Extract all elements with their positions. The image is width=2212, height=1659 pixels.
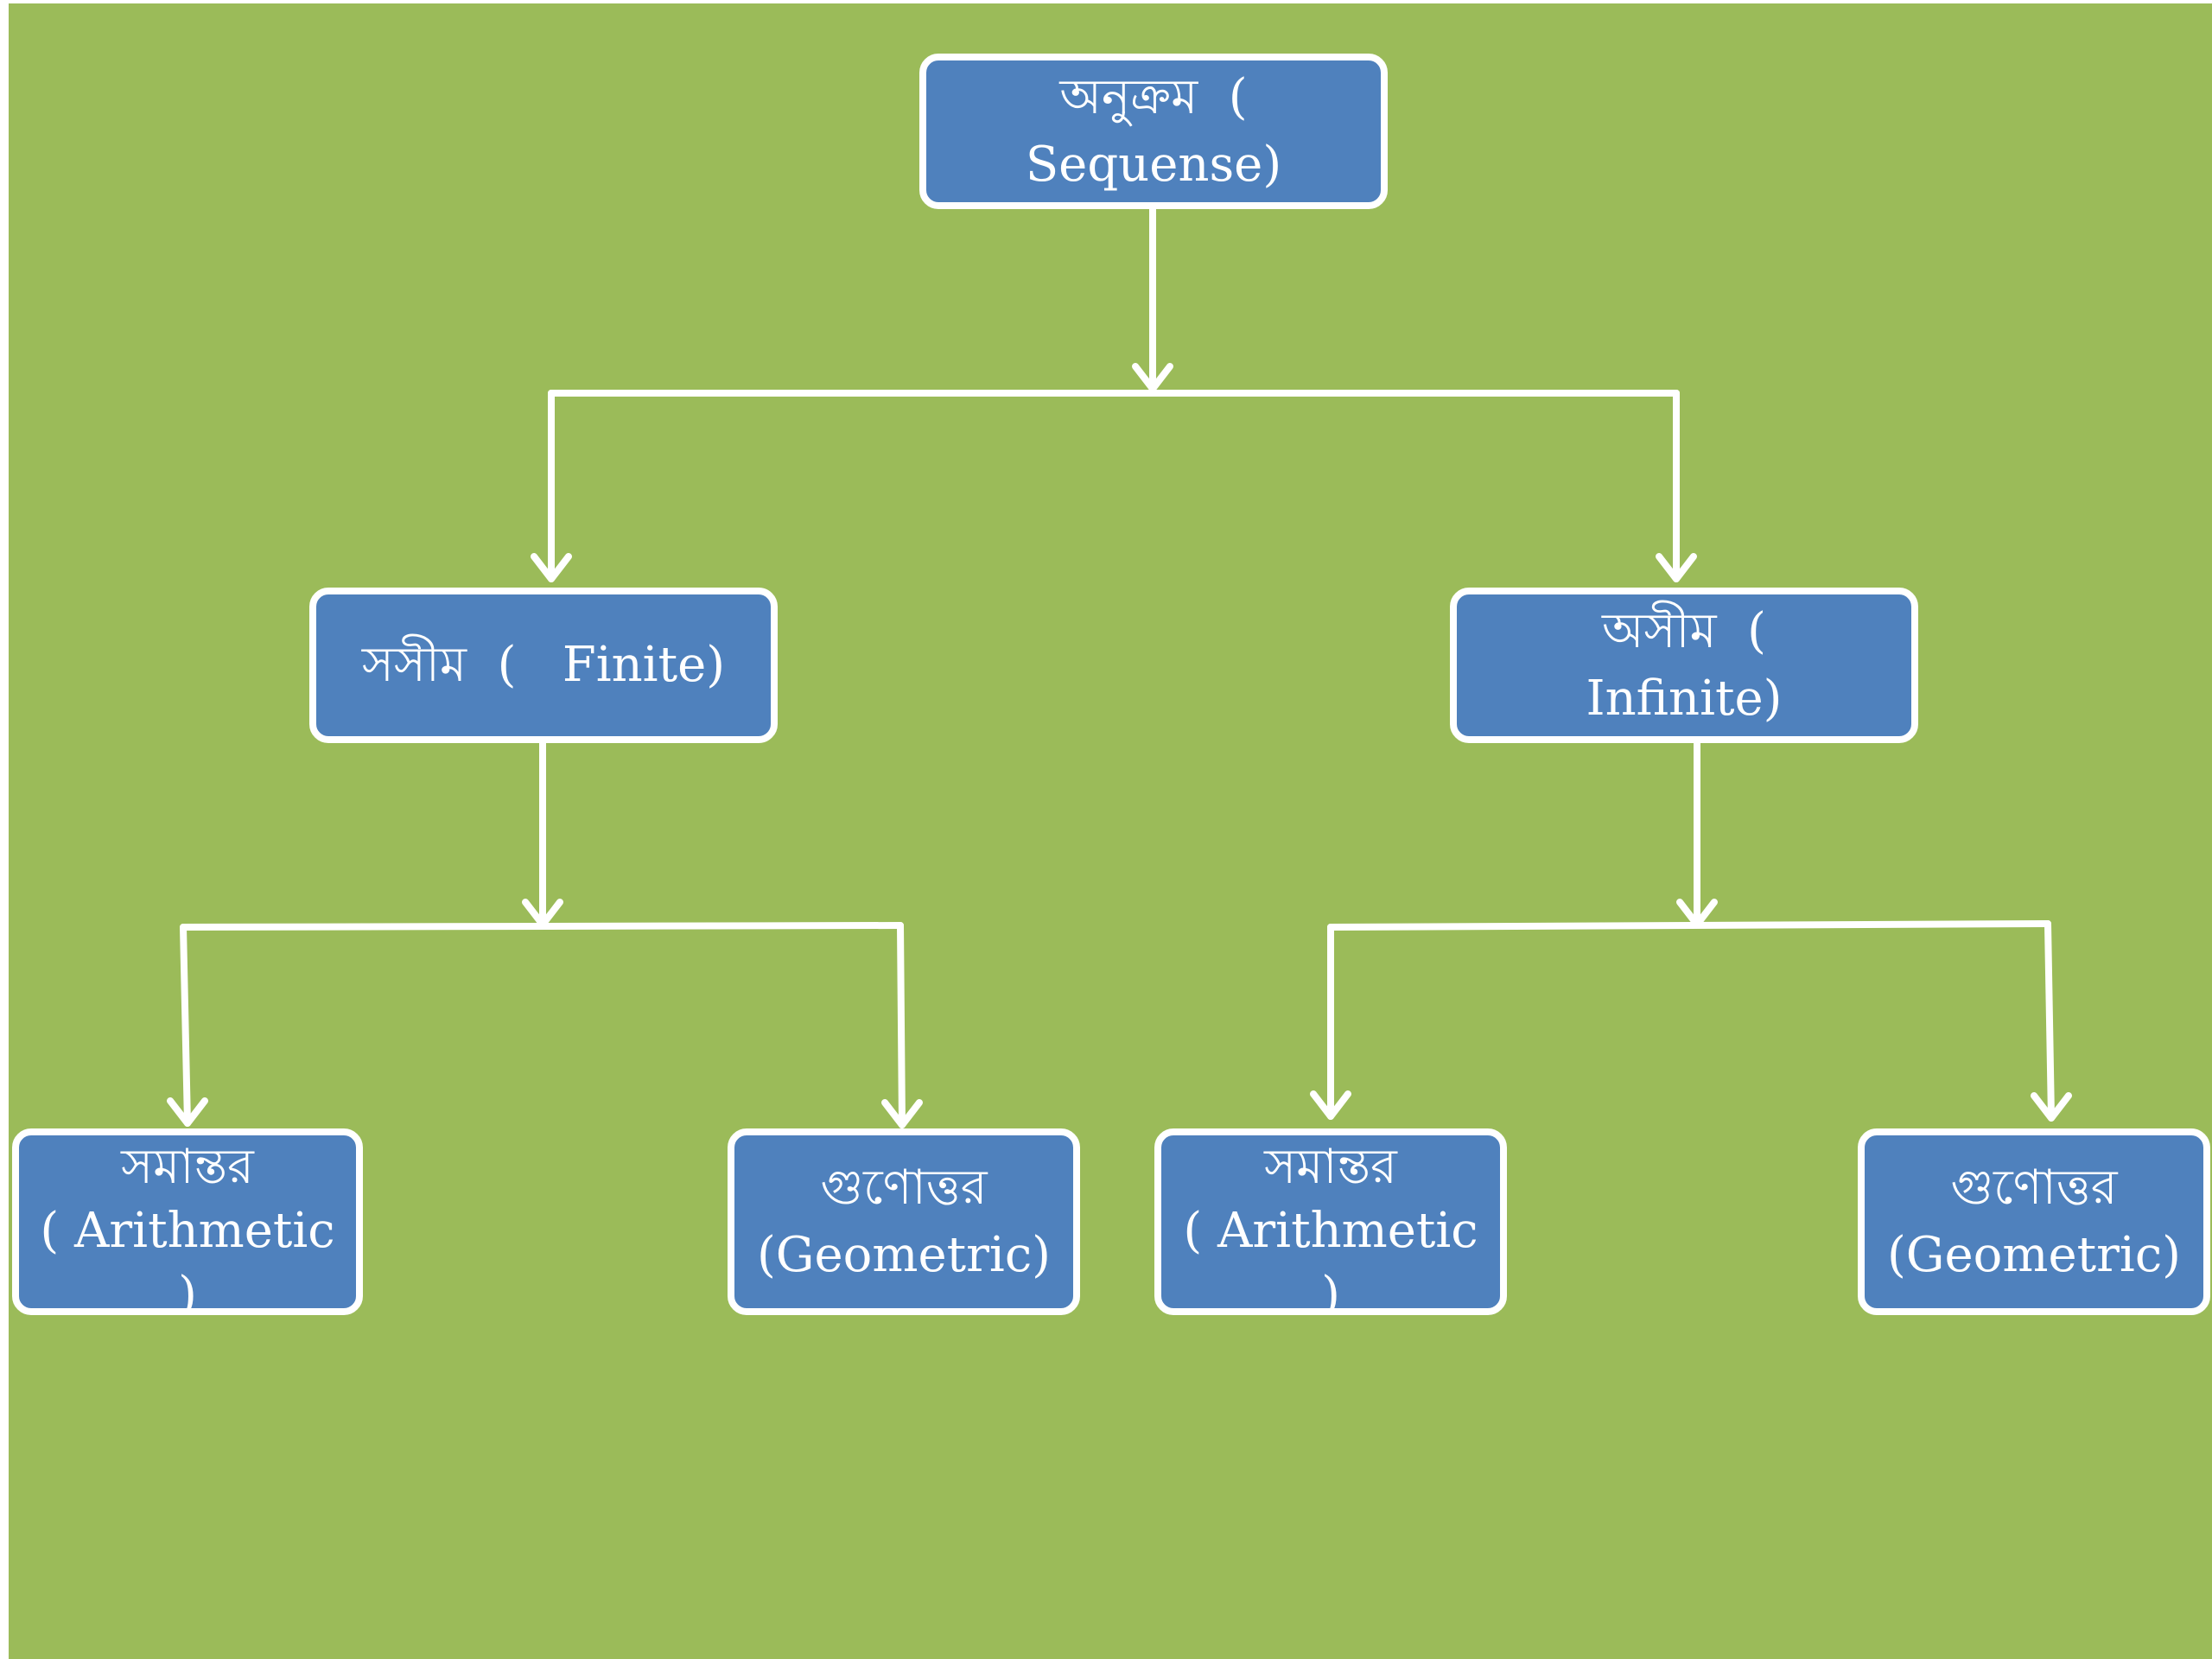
arrowhead-infinite-geometric xyxy=(2031,1092,2072,1122)
connector-infinite-bar xyxy=(1327,920,2051,931)
arrowhead-root xyxy=(1132,363,1173,392)
node-finite-geometric-line2: (Geometric) xyxy=(756,1227,1052,1283)
node-infinite-arithmetic: সমান্তর ( Arithmetic ) xyxy=(1154,1128,1507,1315)
node-finite-geometric: গুণোত্তর (Geometric) xyxy=(728,1128,1080,1315)
node-finite-line1: সসীম ( Finite) xyxy=(361,637,726,693)
node-sequence-line2: Sequense) xyxy=(1025,137,1282,193)
node-infinite-arithmetic-line1: সমান্তর xyxy=(1264,1139,1397,1195)
connector-lines xyxy=(167,204,2072,1128)
node-finite-geometric-line1: গুণোত্তর xyxy=(820,1160,988,1216)
node-infinite-line1: অসীম ( xyxy=(1601,603,1767,659)
connector-to-infinite-geometric xyxy=(2044,920,2055,1122)
node-sequence-line1: অনুক্রম ( xyxy=(1059,69,1248,125)
arrowhead-infinite xyxy=(1656,553,1697,582)
node-finite-arithmetic-line2: ( Arithmetic xyxy=(40,1203,335,1259)
node-infinite-geometric-line1: গুণোত্তর xyxy=(1950,1160,2118,1216)
node-finite-arithmetic: সমান্তর ( Arithmetic ) xyxy=(12,1128,363,1315)
node-sequence: অনুক্রম ( Sequense) xyxy=(919,54,1388,209)
connector-to-finite-arithmetic xyxy=(180,924,191,1127)
node-finite: সসীম ( Finite) xyxy=(309,588,778,743)
arrowhead-finite-arithmetic xyxy=(167,1097,208,1127)
node-infinite: অসীম ( Infinite) xyxy=(1450,588,1918,743)
node-infinite-geometric-line2: (Geometric) xyxy=(1886,1227,2182,1283)
arrowhead-finite xyxy=(531,553,572,582)
node-infinite-line2: Infinite) xyxy=(1586,671,1783,727)
node-finite-arithmetic-line3: ) xyxy=(178,1267,197,1315)
arrowhead-finite-geometric xyxy=(881,1099,923,1128)
node-infinite-arithmetic-line2: ( Arithmetic xyxy=(1183,1203,1478,1259)
connector-to-finite-geometric xyxy=(897,922,906,1128)
node-infinite-geometric: গুণোত্তর (Geometric) xyxy=(1858,1128,2210,1315)
node-infinite-arithmetic-line3: ) xyxy=(1321,1267,1340,1315)
node-finite-arithmetic-line1: সমান্তর xyxy=(121,1139,254,1195)
connector-finite-bar xyxy=(180,922,904,931)
diagram-canvas: অনুক্রম ( Sequense) সসীম ( Finite) অসীম … xyxy=(9,3,2212,1659)
arrowhead-infinite-arithmetic xyxy=(1310,1090,1351,1120)
